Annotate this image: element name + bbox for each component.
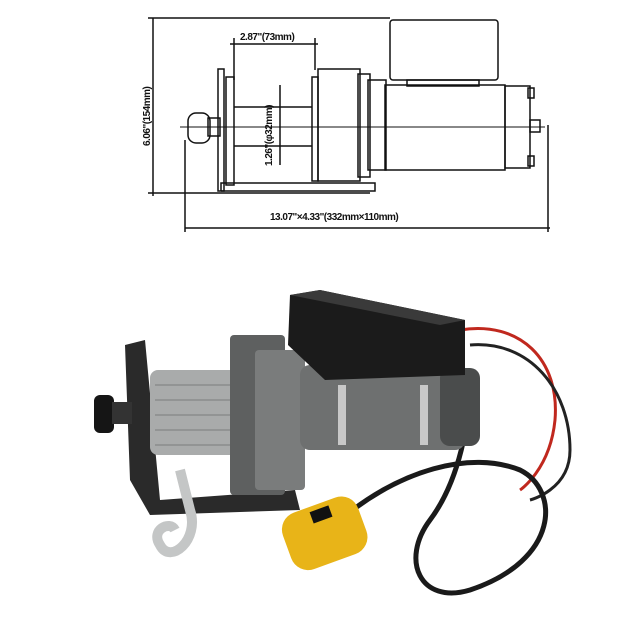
steel-cable-drum [150, 370, 240, 455]
remote-cable [338, 379, 549, 596]
red-wire [459, 327, 557, 492]
hook [152, 468, 197, 557]
clutch-knob [94, 395, 114, 433]
remote-control [281, 496, 368, 571]
height-dimension-label: 6.06"(154mm) [142, 86, 153, 146]
drum-diameter-label: 1.26"(φ32mm) [264, 105, 275, 166]
drum-width-label: 2.87"(73mm) [240, 32, 294, 43]
remote-switch [309, 505, 333, 524]
overall-dimension-label: 13.07"×4.33"(332mm×110mm) [270, 212, 398, 223]
winch-base [125, 340, 300, 515]
